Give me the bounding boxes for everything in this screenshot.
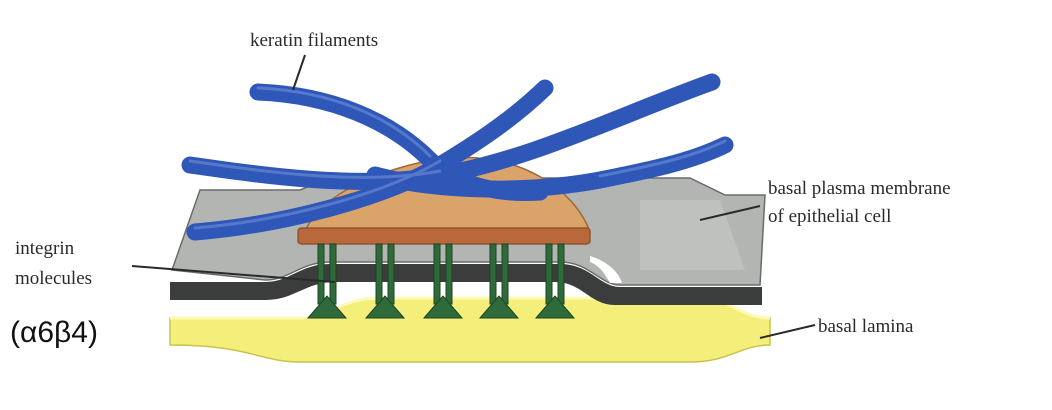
- keratin-leader-line: [292, 54, 306, 91]
- integrin-molecule: [306, 243, 348, 319]
- integrin-molecule: [478, 243, 520, 319]
- basal-lamina: [169, 296, 771, 363]
- leader-lines: [131, 54, 816, 339]
- membrane-label-line1: basal plasma membrane: [768, 178, 951, 199]
- integrin-molecules: [306, 243, 576, 319]
- lamina-leader-line: [759, 324, 816, 339]
- membrane-leader-line: [699, 205, 761, 221]
- keratin-filaments-label: keratin filaments: [250, 30, 378, 51]
- basal-lamina-label: basal lamina: [818, 316, 914, 337]
- integrin-molecule: [364, 243, 406, 319]
- integrin-leader-line: [131, 265, 336, 283]
- integrin-molecule: [534, 243, 576, 319]
- integrin-label-line2: molecules: [15, 268, 92, 289]
- integrin-type-label: (α6β4): [10, 316, 98, 349]
- membrane-label-line2: of epithelial cell: [768, 206, 891, 227]
- integrin-label-line1: integrin: [15, 238, 75, 259]
- keratin-filament: [366, 136, 734, 198]
- integrin-molecule: [422, 243, 464, 319]
- keratin-highlights: [188, 86, 727, 230]
- keratin-filament: [181, 73, 721, 190]
